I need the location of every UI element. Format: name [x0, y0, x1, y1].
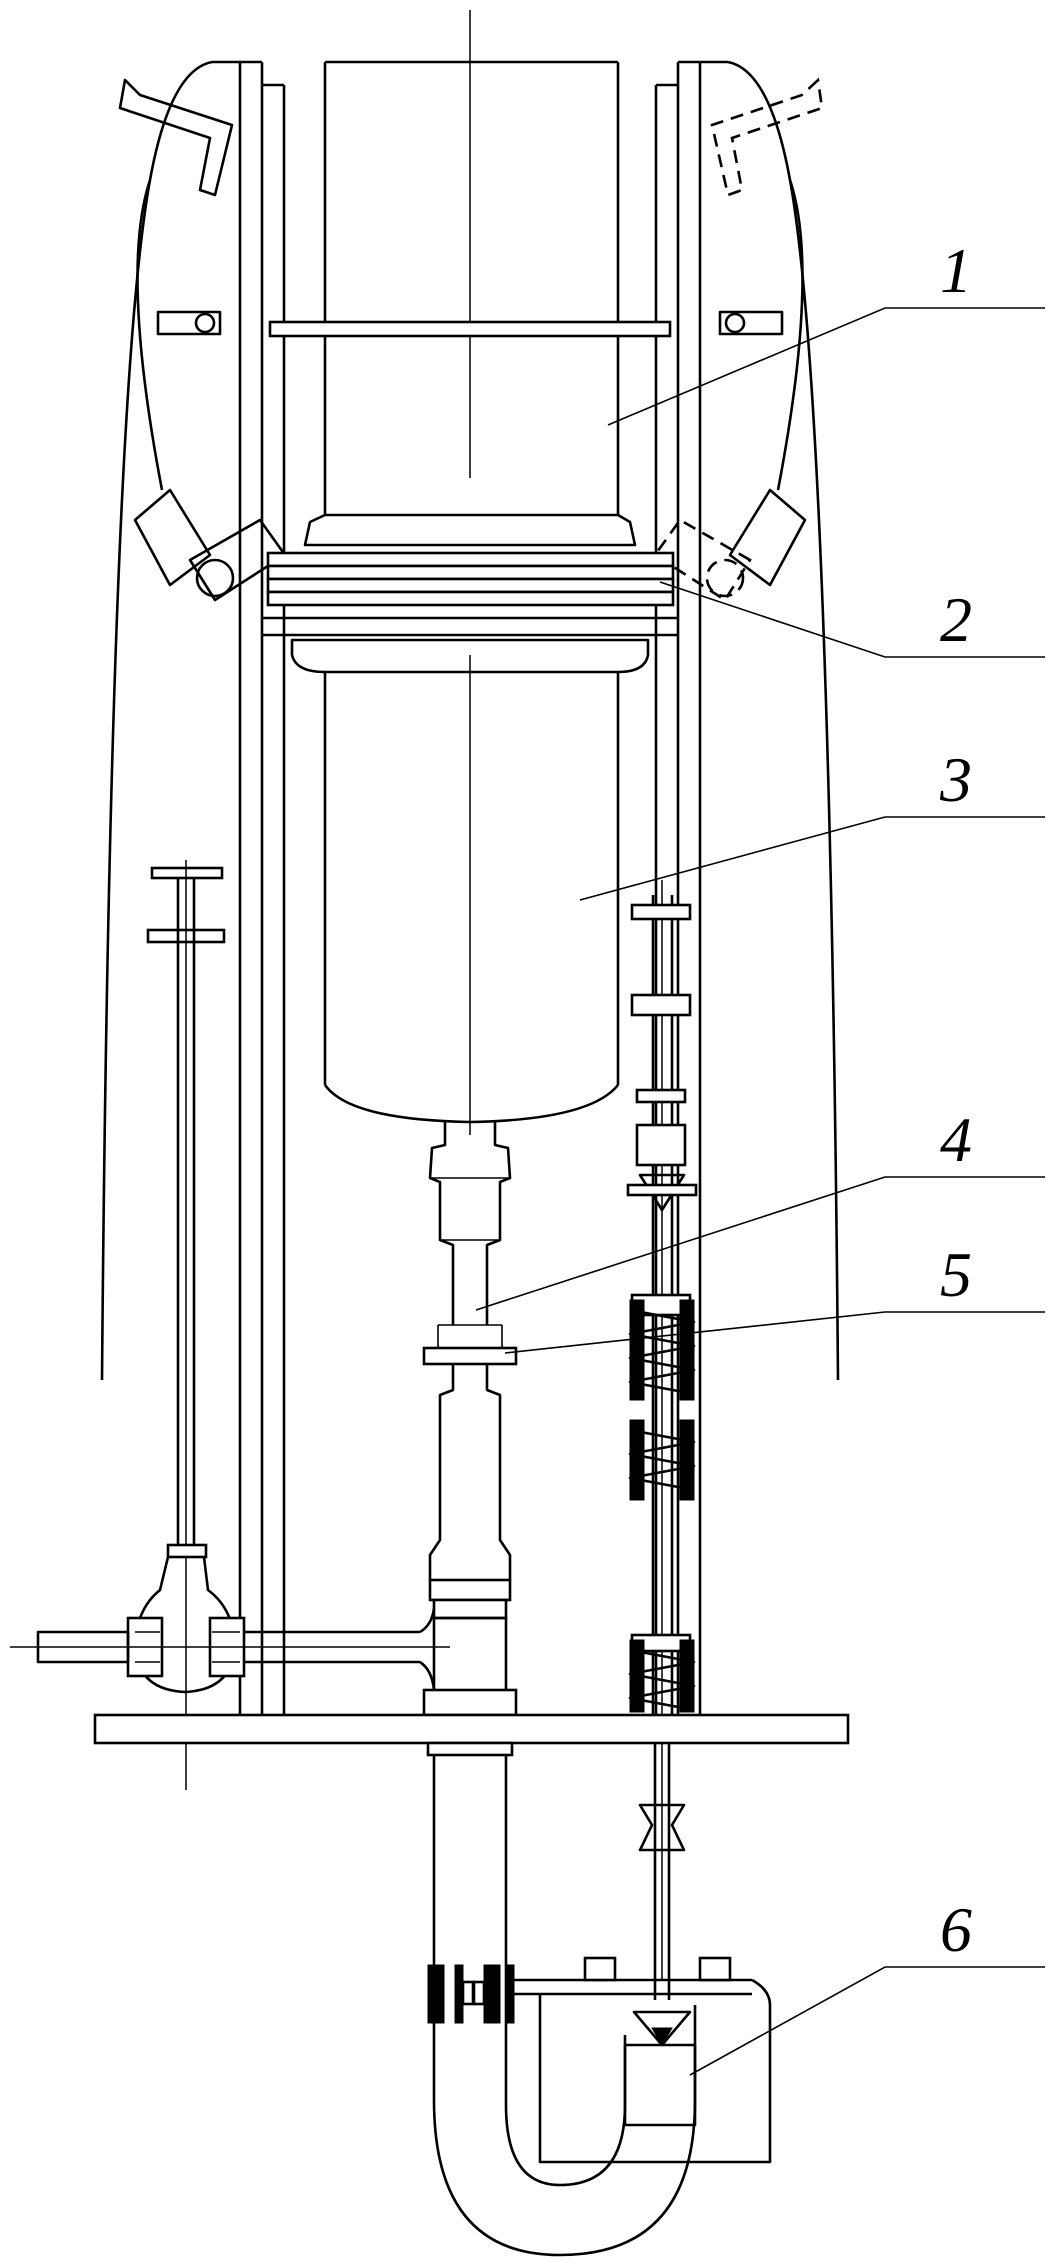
left-guide-rod	[146, 860, 226, 1790]
spring-assembly	[630, 880, 692, 1980]
label-1: 1	[940, 235, 972, 306]
upper-cylinder	[268, 60, 672, 547]
u-pipe	[432, 1755, 697, 2257]
part-labels: 1 2 3 4 5 6	[939, 235, 972, 1965]
label-5: 5	[940, 1239, 972, 1310]
lower-vessel	[323, 672, 620, 1124]
label-3: 3	[939, 744, 972, 815]
label-6: 6	[940, 1894, 972, 1965]
tension-rod-lower	[632, 1715, 692, 2047]
leader-lines	[475, 307, 1045, 2076]
outer-shell	[100, 60, 840, 1381]
left-clamp-lever	[118, 78, 287, 602]
flange-stack	[266, 551, 675, 674]
inlet-pipe	[10, 1607, 450, 1691]
collection-tank	[514, 1956, 772, 2164]
right-clamp-lever	[653, 77, 824, 602]
spring-coil-upper	[626, 1183, 698, 1501]
center-shaft	[422, 1122, 518, 1717]
label-4: 4	[940, 1104, 972, 1175]
label-2: 2	[940, 584, 972, 655]
spring-coil-lower	[628, 1639, 696, 1713]
pipe-clamps	[427, 1964, 515, 2024]
base-plate	[93, 1713, 850, 1757]
